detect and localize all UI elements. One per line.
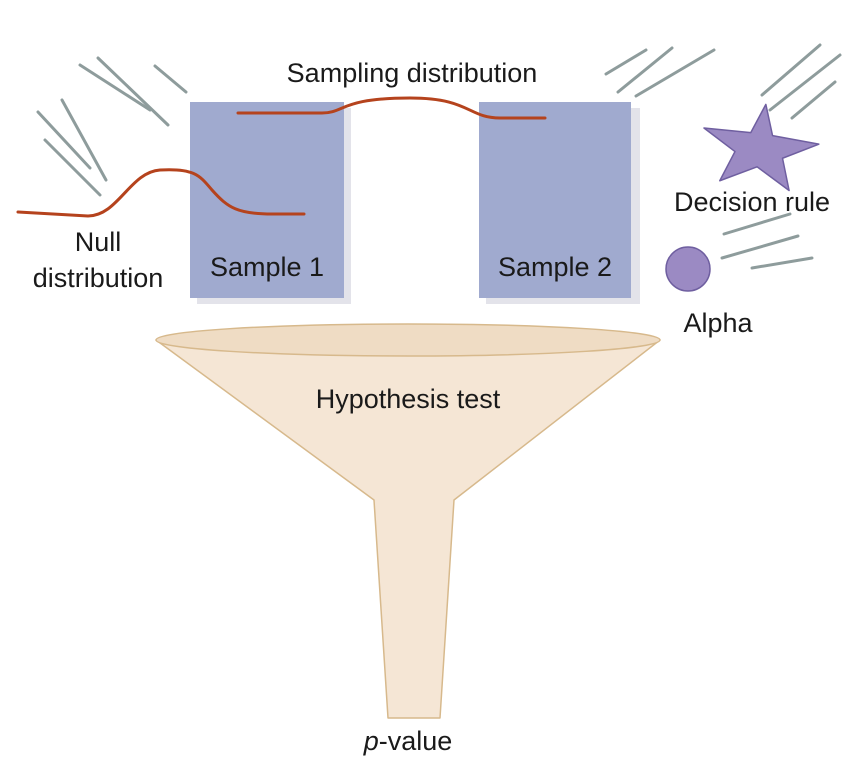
sample-2-rect xyxy=(479,102,631,298)
sample-2-box xyxy=(479,102,640,304)
motion-line xyxy=(790,80,837,120)
p-value-suffix: -value xyxy=(379,726,453,756)
p-value-italic-p: p xyxy=(363,726,379,756)
motion-line xyxy=(616,46,674,94)
hypothesis-test-funnel xyxy=(155,323,661,719)
sample-1-label: Sample 1 xyxy=(210,252,324,282)
alpha-circle-icon xyxy=(665,246,711,292)
sample-2-label: Sample 2 xyxy=(498,252,612,282)
decision-rule-star-icon xyxy=(703,103,820,192)
motion-line xyxy=(96,56,170,127)
motion-line xyxy=(36,110,92,170)
sampling-distribution-label: Sampling distribution xyxy=(287,58,538,88)
sample-1-box xyxy=(190,102,351,304)
motion-line xyxy=(750,256,814,270)
motion-line xyxy=(153,64,188,94)
motion-line xyxy=(768,53,842,112)
sampling-distribution-curve xyxy=(236,96,547,120)
motion-line xyxy=(43,138,102,197)
alpha-label: Alpha xyxy=(683,308,753,338)
motion-line xyxy=(78,63,152,112)
null-distribution-label-line2: distribution xyxy=(33,263,164,293)
hypothesis-test-label: Hypothesis test xyxy=(316,384,501,414)
motion-line xyxy=(634,48,716,98)
funnel-rim xyxy=(155,323,661,357)
motion-lines xyxy=(36,43,842,270)
p-value-label: p-value xyxy=(363,726,453,756)
motion-line xyxy=(604,48,648,76)
motion-line xyxy=(720,234,800,260)
motion-line xyxy=(760,43,822,97)
sample-1-rect xyxy=(190,102,344,298)
motion-line xyxy=(60,98,108,182)
decision-rule-label: Decision rule xyxy=(674,187,830,217)
null-distribution-label-line1: Null xyxy=(75,227,122,257)
null-distribution-curve xyxy=(16,168,306,218)
motion-line xyxy=(722,212,792,236)
